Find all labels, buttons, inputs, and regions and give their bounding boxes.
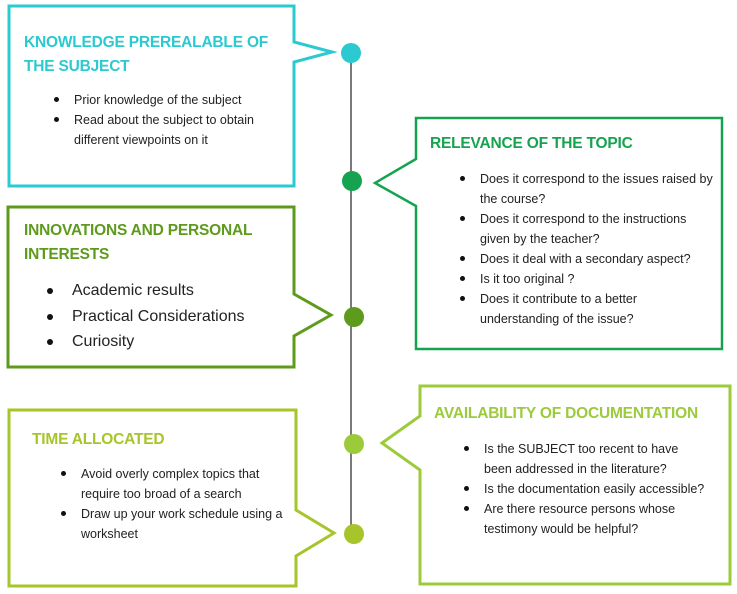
availability-list-item: Are there resource persons whose testimo… — [462, 499, 707, 539]
relevance-list-item: Does it correspond to the issues raised … — [458, 169, 713, 209]
innovations-list-item: Academic results — [46, 278, 286, 304]
availability-list-item: Is the documentation easily accessible? — [462, 479, 707, 499]
time-list: Avoid overly complex topics that require… — [59, 464, 284, 544]
timeline-dot-relevance — [342, 171, 362, 191]
innovations-callout-box — [6, 205, 335, 369]
knowledge-callout-box — [7, 4, 338, 188]
timeline-dot-knowledge — [341, 43, 361, 63]
relevance-list-item: Does it deal with a secondary aspect? — [458, 249, 713, 269]
knowledge-list-item: Read about the subject to obtain differe… — [52, 110, 277, 150]
availability-callout-box — [379, 384, 732, 586]
time-list-item: Draw up your work schedule using a works… — [59, 504, 284, 544]
relevance-list-item: Does it correspond to the instructions g… — [458, 209, 713, 249]
time-callout-box — [7, 408, 337, 588]
timeline-dot-availability — [344, 434, 364, 454]
availability-list-item: Is the SUBJECT too recent to have been a… — [462, 439, 707, 479]
availability-title: AVAILABILITY OF DOCUMENTATION — [434, 405, 698, 422]
time-list-item: Avoid overly complex topics that require… — [59, 464, 284, 504]
relevance-list-item: Does it contribute to a better understan… — [458, 289, 713, 329]
timeline-dot-innovations — [344, 307, 364, 327]
knowledge-title: KNOWLEDGE PREREALABLE OF THE SUBJECT — [24, 34, 269, 75]
innovations-list-item: Practical Considerations — [46, 304, 286, 330]
relevance-callout-box — [372, 116, 724, 351]
relevance-title: RELEVANCE OF THE TOPIC — [430, 135, 633, 152]
innovations-title: INNOVATIONS AND PERSONAL INTERESTS — [24, 222, 253, 263]
timeline-dot-time — [344, 524, 364, 544]
relevance-list: Does it correspond to the issues raised … — [458, 169, 713, 329]
innovations-list-item: Curiosity — [46, 329, 286, 355]
time-title: TIME ALLOCATED — [32, 431, 165, 448]
knowledge-list-item: Prior knowledge of the subject — [52, 90, 277, 110]
relevance-list-item: Is it too original ? — [458, 269, 713, 289]
availability-list: Is the SUBJECT too recent to have been a… — [462, 439, 707, 539]
